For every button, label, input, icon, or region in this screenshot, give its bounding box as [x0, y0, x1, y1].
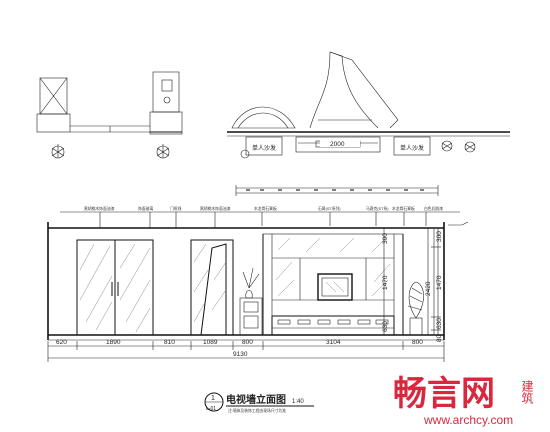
plant-icon: [441, 140, 453, 152]
total-dim: 9130: [233, 351, 248, 358]
plant-icon: [156, 144, 170, 159]
plant-icon: [240, 149, 250, 159]
drawing-title: 电视墙立面图: [226, 393, 286, 406]
double-door: [76, 239, 154, 336]
annotation-row: 黑胡桃木饰面油漆 饰面玻璃 门框线 黑胡桃木饰面油漆 木龙骨石膏板 石膏(ST系…: [60, 206, 469, 228]
single-door: [190, 239, 234, 336]
elevation: [47, 222, 445, 341]
drawing-subtitle: 注:墙体及装饰工程由现场尺寸为准: [228, 408, 286, 413]
inner-dim: 1470: [382, 275, 389, 290]
seat-label: 单人沙发: [252, 144, 276, 152]
right-dim: 80: [436, 334, 443, 342]
watermark-url: www.archcy.com: [423, 413, 513, 427]
tv-wall: [239, 233, 424, 336]
vase-icon: [242, 267, 260, 299]
title-block: 1 L-01 电视墙立面图 1:40 注:墙体及装饰工程由现场尺寸为准: [204, 392, 314, 413]
bottom-dim: 3104: [326, 339, 341, 346]
tv-screen: [317, 273, 353, 301]
plant-icon: [407, 281, 424, 336]
annotation: 黑胡桃木饰面油漆: [84, 206, 115, 211]
watermark-logo: 畅言网 建筑 www.archcy.com: [393, 374, 534, 427]
annotation: 木龙骨石膏板: [392, 206, 415, 211]
right-dimensions: 300 1470 630 80 2420 300 1470 630: [382, 227, 443, 342]
bottom-dim: 1089: [203, 339, 218, 346]
right-dim: 1470: [436, 275, 443, 290]
right-dim: 630: [436, 318, 443, 329]
watermark-brand: 畅言网: [393, 374, 495, 414]
drawing-scale: 1:40: [292, 399, 304, 405]
bottom-dimensions: 620 1890 810 1089 800 3104 800 9130: [47, 339, 445, 362]
ceiling-section: [235, 185, 439, 196]
tv-cabinet: [271, 315, 395, 336]
annotation: 石膏(ST系列): [318, 206, 341, 211]
annotation: 木龙骨石膏板: [254, 206, 277, 211]
annotation: 饰面玻璃: [138, 206, 153, 211]
bottom-dim: 810: [164, 339, 175, 346]
inner-dim: 300: [382, 233, 389, 244]
bottom-dim: 1890: [106, 339, 121, 346]
label-sheet: L-01: [206, 406, 216, 412]
annotation: 马赛克(ST系): [366, 206, 389, 211]
plant-icon: [464, 141, 476, 153]
annotation: 黑胡桃木饰面油漆: [200, 206, 231, 211]
right-total-dim: 2420: [425, 281, 432, 296]
label-number: 1: [211, 395, 215, 402]
annotation: 门框线: [170, 206, 182, 211]
inner-dim: 630: [382, 321, 389, 332]
bottom-dim: 800: [242, 339, 253, 346]
seat-label: 单人沙发: [400, 144, 424, 152]
plan-right: 单人沙发 单人沙发 2000: [227, 51, 510, 159]
bottom-dim: 620: [56, 339, 67, 346]
right-dim: 300: [436, 231, 443, 242]
annotation: 白色乳胶漆: [424, 206, 443, 211]
plant-icon: [51, 144, 65, 159]
watermark-side: 建筑: [520, 380, 534, 404]
plan-width-dim: 2000: [330, 141, 345, 148]
plan-left: [36, 71, 183, 159]
bottom-dim: 800: [412, 339, 423, 346]
